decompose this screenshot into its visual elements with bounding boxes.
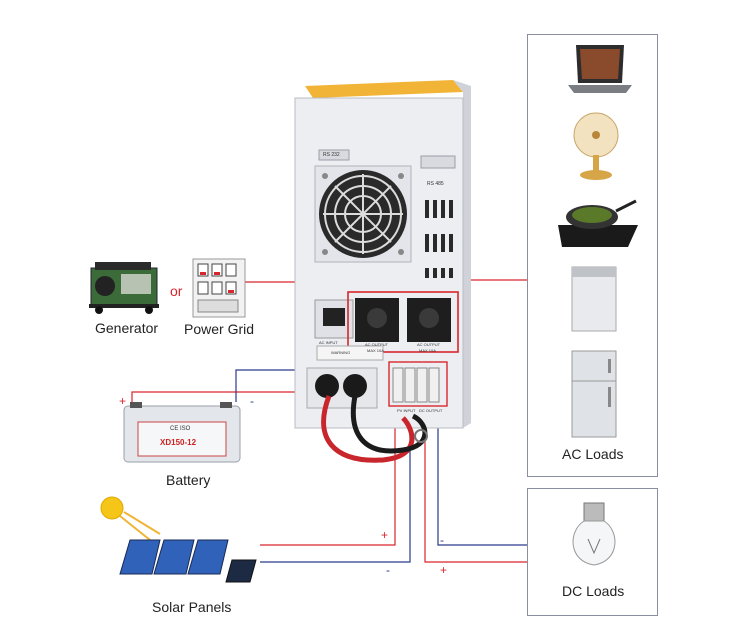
refrigerator-icon	[571, 350, 617, 438]
dc-output-label: DC OUTPUT	[419, 408, 443, 413]
ac-loads-label: AC Loads	[562, 446, 624, 462]
laptop-icon	[568, 45, 632, 93]
generator	[85, 256, 165, 316]
dc-plus: +	[440, 563, 448, 577]
ac-output-2-label: AC OUTPUT	[417, 342, 441, 347]
rs485-label: RS 485	[427, 181, 444, 187]
meter-box-icon	[192, 258, 246, 318]
max-1-label: MAX 10A	[367, 348, 384, 353]
washing-machine-icon	[571, 266, 617, 332]
ac-input-label: AC INPUT	[319, 340, 338, 345]
warning-label: WARNING	[331, 350, 351, 355]
light-bulb-icon	[572, 502, 616, 566]
generator-icon	[89, 262, 159, 314]
battery: XD150-12 CE ISO	[120, 400, 246, 466]
solar-panels	[90, 490, 260, 590]
battery-plus: +	[119, 394, 127, 408]
inverter: RS 232 RS 485 AC INPUT AC OUTPUT MAX 10A…	[293, 78, 473, 463]
ac-output-1-label: AC OUTPUT	[365, 342, 389, 347]
induction-cooker-icon	[558, 199, 638, 247]
solar-plus: +	[381, 528, 389, 542]
fan-icon	[573, 112, 619, 180]
rs232-label: RS 232	[323, 152, 340, 158]
or-label: or	[170, 283, 183, 299]
ac-loads-icons	[558, 45, 638, 438]
power-grid-label: Power Grid	[184, 321, 255, 337]
battery-model: XD150-12	[160, 438, 197, 447]
inverter-body	[294, 80, 471, 463]
solar-positive-wire	[260, 378, 396, 546]
battery-brand: CE ISO	[170, 426, 191, 432]
dc-negative-wire	[437, 378, 527, 546]
battery-icon	[123, 402, 241, 463]
solar-panels-label: Solar Panels	[152, 599, 232, 615]
max-2-label: MAX 10A	[419, 348, 436, 353]
ac-loads-box: AC Loads	[527, 34, 658, 477]
solar-panel-icon	[100, 496, 257, 583]
battery-label: Battery	[166, 472, 211, 488]
dc-loads-box: DC Loads	[527, 488, 658, 616]
power-grid	[192, 258, 246, 318]
battery-minus: -	[250, 394, 254, 408]
solar-minus: -	[386, 563, 390, 577]
generator-label: Generator	[95, 320, 159, 336]
dc-minus: -	[440, 533, 444, 547]
dc-loads-label: DC Loads	[562, 583, 625, 599]
pv-input-label: PV INPUT	[397, 408, 416, 413]
